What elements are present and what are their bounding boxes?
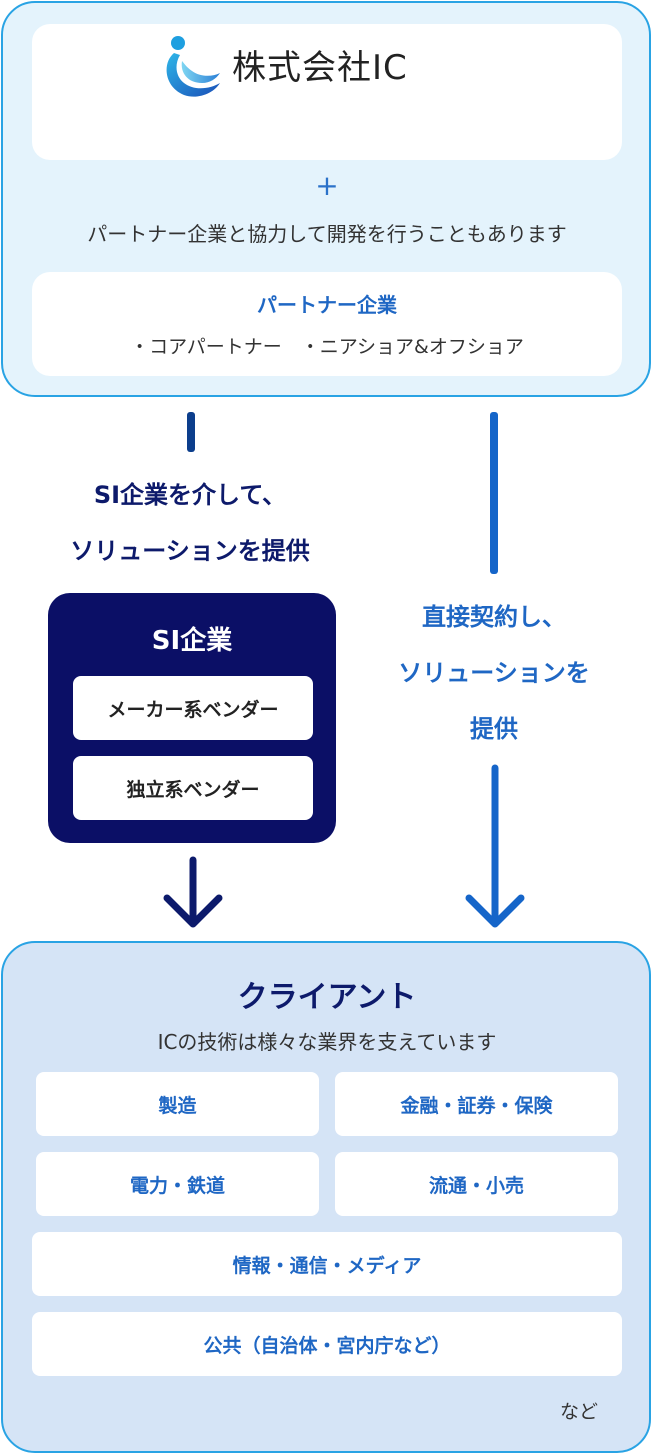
industry-media: 情報・通信・メディア (32, 1232, 622, 1296)
company-name: 株式会社IC (232, 48, 408, 88)
si-item-independent-vendor: 独立系ベンダー (73, 756, 313, 820)
direct-connector-line (490, 412, 498, 574)
company-logo-icon (166, 36, 220, 97)
si-caption-line2: ソリューションを提供 (70, 536, 310, 565)
si-connector-line (187, 412, 195, 452)
logo-card (32, 24, 622, 160)
industry-retail: 流通・小売 (335, 1152, 618, 1216)
si-arrow-down-icon (163, 856, 223, 928)
industry-finance: 金融・証券・保険 (335, 1072, 618, 1136)
partner-note: パートナー企業と協力して開発を行うこともあります (87, 221, 567, 246)
direct-caption-line3: 提供 (470, 714, 518, 743)
industry-public: 公共（自治体・宮内庁など） (32, 1312, 622, 1376)
client-subtitle: ICの技術は様々な業界を支えています (157, 1029, 497, 1054)
si-item-maker-vendor: メーカー系ベンダー (73, 676, 313, 740)
partner-items: ・コアパートナー ・ニアショア&オフショア (130, 335, 524, 358)
direct-caption-line1: 直接契約し、 (422, 602, 566, 631)
direct-arrow-down-icon (465, 764, 525, 928)
si-title: SI企業 (151, 625, 233, 656)
etc-note: など (560, 1400, 599, 1423)
plus-icon: + (315, 168, 339, 202)
industry-manufacturing: 製造 (36, 1072, 319, 1136)
si-caption-line1: SI企業を介して、 (93, 480, 287, 509)
direct-caption-line2: ソリューションを (398, 658, 590, 687)
partner-title: パートナー企業 (257, 292, 397, 317)
client-title: クライアント (237, 980, 417, 1015)
partner-card (32, 272, 622, 376)
industry-power-railway: 電力・鉄道 (36, 1152, 319, 1216)
